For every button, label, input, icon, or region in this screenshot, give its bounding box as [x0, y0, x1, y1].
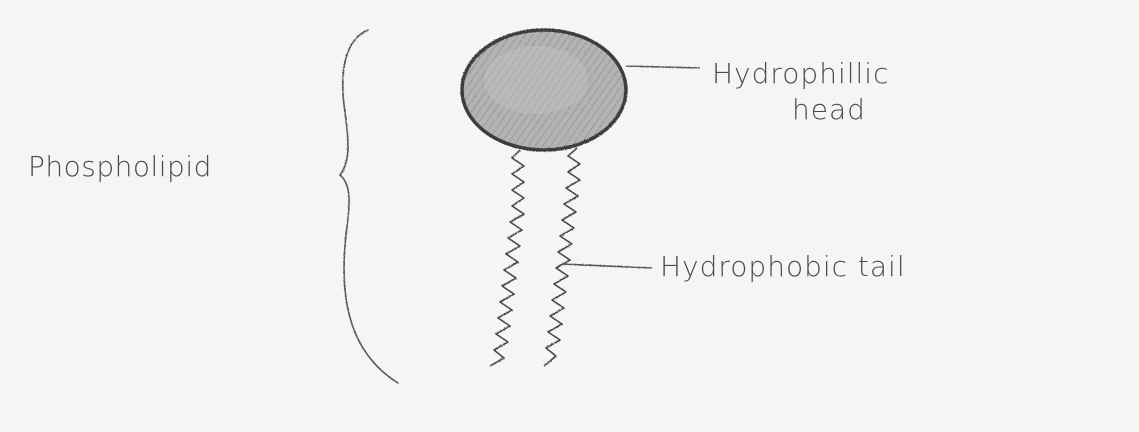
tail-pointer-line	[562, 264, 652, 268]
head-pointer-line	[626, 66, 700, 68]
hydrophilic-head-label: Hydrophillic head	[712, 56, 889, 128]
hydrophobic-tail-right	[544, 148, 580, 366]
phospholipid-label: Phospholipid	[28, 150, 212, 183]
hydrophilic-head-label-line1: Hydrophillic	[712, 57, 889, 90]
hydrophobic-tail-label: Hydrophobic tail	[660, 250, 906, 283]
brace	[340, 30, 398, 383]
hydrophilic-head-label-line2: head	[712, 92, 889, 128]
hydrophobic-tail-left	[490, 150, 524, 366]
